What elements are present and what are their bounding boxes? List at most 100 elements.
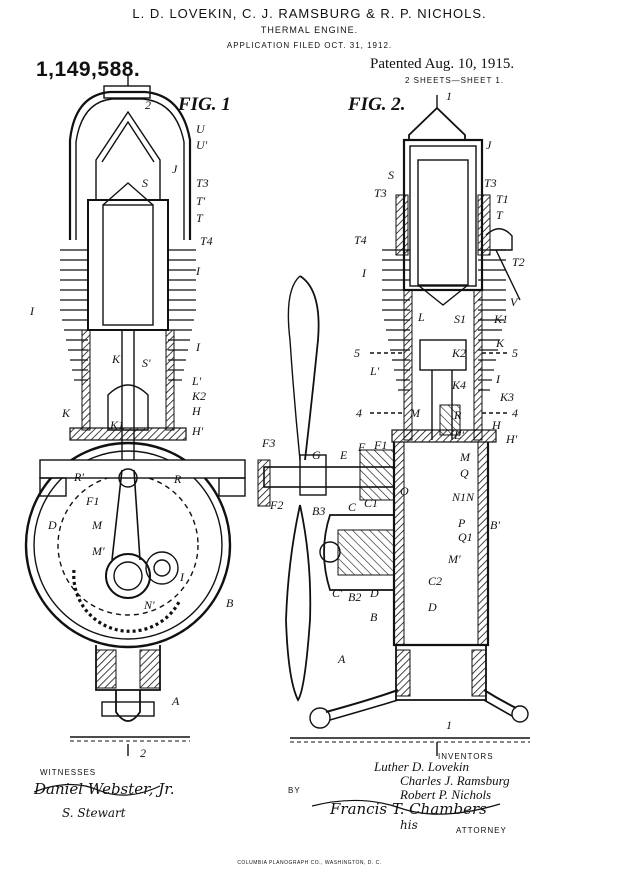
figure-1-label: FIG. 1 bbox=[178, 94, 231, 115]
ref-label: K2 bbox=[192, 389, 207, 403]
ref-label: 4 bbox=[356, 406, 362, 420]
ref-label: N bbox=[466, 490, 475, 504]
attorney-label: ATTORNEY bbox=[456, 826, 507, 835]
ref-label: U' bbox=[196, 138, 208, 152]
fig1-cylinder bbox=[87, 199, 169, 331]
ref-label: 1 bbox=[446, 89, 452, 103]
patent-date: Patented Aug. 10, 1915. bbox=[370, 56, 515, 72]
inventors-line: L. D. LOVEKIN, C. J. RAMSBURG & R. P. NI… bbox=[132, 6, 487, 21]
ref-label: 5 bbox=[354, 346, 360, 360]
ref-label: 4 bbox=[512, 406, 518, 420]
ref-label: F3 bbox=[262, 436, 276, 450]
inventor-1: Luther D. Lovekin bbox=[374, 759, 469, 774]
ref-label: S bbox=[388, 168, 394, 182]
ref-label: K2 bbox=[452, 346, 467, 360]
attorney-signature-stroke bbox=[311, 799, 501, 815]
fig1-inner-dome bbox=[95, 110, 161, 201]
figure-2-label: FIG. 2. bbox=[348, 94, 406, 115]
ref-label: U bbox=[196, 122, 205, 136]
ref-label: I bbox=[180, 570, 184, 584]
ref-label: Q bbox=[460, 466, 469, 480]
ref-label: B bbox=[226, 596, 234, 610]
inventor-3: Robert P. Nichols bbox=[400, 787, 492, 802]
fig2-crankcase bbox=[392, 442, 490, 647]
ref-label: E bbox=[340, 448, 348, 462]
ref-label: T bbox=[496, 208, 503, 222]
ref-label: B3 bbox=[312, 504, 326, 518]
fig1-drawing bbox=[24, 74, 246, 756]
ref-label: I bbox=[196, 340, 200, 354]
ref-label: A bbox=[172, 694, 180, 708]
fig1-crankcase bbox=[24, 441, 232, 649]
ref-label: B bbox=[370, 610, 378, 624]
ref-label: L' bbox=[192, 374, 202, 388]
ref-label: K3 bbox=[500, 390, 515, 404]
witness-2-signature: S. Stewart bbox=[62, 806, 126, 820]
ref-label: F bbox=[358, 440, 366, 454]
printer-credit: COLUMBIA PLANOGRAPH CO., WASHINGTON, D. … bbox=[237, 860, 382, 866]
fig1-piston bbox=[107, 384, 149, 431]
ref-label: T3 bbox=[374, 186, 387, 200]
ref-label: 1 bbox=[446, 718, 452, 732]
ref-label: I bbox=[362, 266, 366, 280]
ref-label: L' bbox=[370, 364, 380, 378]
ref-label: T' bbox=[196, 194, 206, 208]
ref-label: J bbox=[172, 162, 178, 176]
ref-label: G bbox=[312, 448, 321, 462]
ref-label: T1 bbox=[496, 192, 509, 206]
witness-1-signature: Daniel Webster, Jr. bbox=[34, 780, 175, 798]
patent-number: 1,149,588. bbox=[36, 58, 141, 81]
ref-label: H' bbox=[506, 432, 518, 446]
application-date: APPLICATION FILED OCT. 31, 1912. bbox=[226, 41, 393, 50]
ref-label: E' bbox=[454, 428, 464, 442]
inventor-2: Charles J. Ramsburg bbox=[400, 773, 510, 788]
fig2-drawing bbox=[257, 95, 530, 756]
ref-label: H' bbox=[192, 424, 204, 438]
ref-label: K1 bbox=[494, 312, 509, 326]
sheet-count: 2 SHEETS—SHEET 1. bbox=[405, 76, 505, 85]
ref-label: S' bbox=[142, 356, 151, 370]
witnesses-label: WITNESSES bbox=[40, 768, 97, 777]
ref-label: M bbox=[460, 450, 470, 464]
ref-label: C bbox=[348, 500, 357, 514]
ref-label: K4 bbox=[452, 378, 467, 392]
ref-label: T bbox=[196, 211, 203, 225]
ref-label: S1 bbox=[454, 312, 466, 326]
ref-label: D bbox=[48, 518, 57, 532]
fig2-cooling-fins bbox=[382, 249, 506, 391]
ref-label: O bbox=[400, 484, 409, 498]
ref-label: T4 bbox=[200, 234, 213, 248]
ref-label: Q1 bbox=[458, 530, 473, 544]
ref-label: V bbox=[510, 295, 518, 309]
ref-label: D bbox=[428, 600, 437, 614]
ref-label: T4 bbox=[354, 233, 367, 247]
ref-label: I bbox=[196, 264, 200, 278]
inventors-label: INVENTORS bbox=[438, 752, 494, 761]
ref-label: M bbox=[410, 406, 420, 420]
ref-label: T2 bbox=[512, 255, 525, 269]
ref-label: F1 bbox=[86, 494, 100, 508]
ref-label: D bbox=[370, 586, 379, 600]
witness-signature-stroke bbox=[33, 783, 161, 796]
attorney-signature-his: his bbox=[400, 818, 418, 832]
ref-label: K bbox=[62, 406, 71, 420]
ref-label: B' bbox=[490, 518, 500, 532]
ref-label: J bbox=[486, 138, 492, 152]
ref-label: N' bbox=[144, 598, 155, 612]
ref-label: 5 bbox=[512, 346, 518, 360]
fig2-upper-casing bbox=[402, 138, 484, 292]
ref-label: C' bbox=[332, 586, 343, 600]
ref-label: K' bbox=[112, 352, 123, 366]
ref-label: R bbox=[454, 408, 462, 422]
document-title: THERMAL ENGINE. bbox=[260, 25, 359, 35]
ref-label: N1 bbox=[452, 490, 467, 504]
ref-label: H bbox=[492, 418, 501, 432]
ref-label: K1 bbox=[110, 418, 125, 432]
fig1-displacer bbox=[102, 204, 154, 326]
ref-label: T3 bbox=[484, 176, 497, 190]
ref-label: 2 bbox=[145, 98, 151, 112]
ref-label: I bbox=[30, 304, 34, 318]
ref-label: F1 bbox=[374, 438, 388, 452]
propeller bbox=[299, 275, 320, 461]
